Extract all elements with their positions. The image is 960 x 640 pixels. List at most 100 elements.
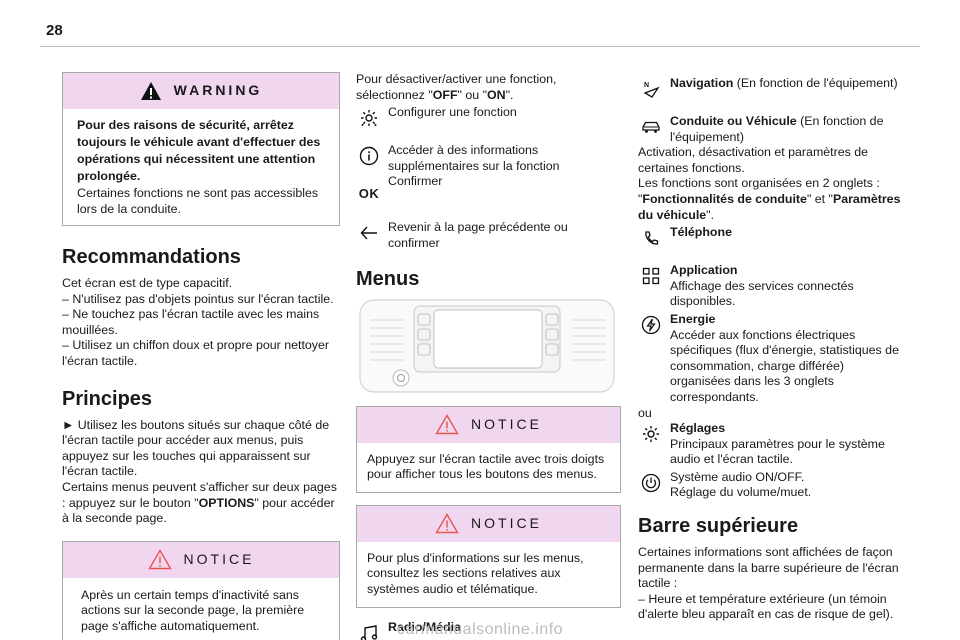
legend-info: Accéder à des informations supplémentair…	[356, 143, 621, 174]
notice-header-3: NOTICE	[357, 505, 620, 542]
legend-back: Revenir à la page précédente ou confirme…	[356, 220, 621, 251]
legend-info-text: Accéder à des informations supplémentair…	[388, 143, 560, 173]
conduite-desc2-after: ".	[706, 207, 715, 222]
warning-icon	[140, 82, 161, 100]
phone-icon	[638, 225, 664, 251]
legend-back-text: Revenir à la page précédente ou confirme…	[388, 220, 568, 250]
conduite-desc2: Les fonctions sont organisées en 2 ongle…	[638, 176, 906, 223]
grid-apps-icon	[638, 263, 664, 289]
warning-body: Pour des raisons de sécurité, arrêtez to…	[63, 109, 339, 225]
on-label: ON	[486, 87, 506, 102]
recommandations-title: Recommandations	[62, 246, 241, 268]
car-icon	[638, 114, 664, 140]
svg-text:N: N	[644, 82, 649, 89]
principes-p1: ► Utilisez les boutons situés sur chaque…	[62, 417, 330, 479]
conduite-desc2-before: Les fonctions sont organisées en 2 ongle…	[638, 176, 880, 206]
notice-icon	[435, 513, 459, 534]
menu-navigation: N Navigation (En fonction de l'équipemen…	[638, 76, 906, 102]
navigation-label: Navigation	[670, 76, 734, 90]
music-note-icon	[356, 620, 382, 640]
warning-header: WARNING	[63, 73, 339, 109]
notice-header-2: NOTICE	[357, 406, 620, 443]
warning-box: WARNING Pour des raisons de sécurité, ar…	[62, 72, 340, 226]
activation-after: ".	[505, 87, 514, 102]
principes-p2-after: " pour accéder à la seconde page.	[62, 495, 335, 526]
navigation-arrow-icon: N	[638, 76, 664, 102]
settings-gear-icon	[638, 421, 664, 447]
power-icon	[638, 470, 664, 496]
notice-title-3: NOTICE	[471, 514, 542, 531]
column-2: Pour désactiver/activer une fonction, sé…	[356, 72, 621, 640]
radio-label: Radio/Média	[388, 619, 461, 634]
notice-header-1: NOTICE	[63, 541, 339, 578]
warning-bold-text: Pour des raisons de sécurité, arrêtez to…	[77, 118, 321, 183]
activation-middle: " ou "	[457, 87, 487, 102]
principes-title: Principes	[62, 387, 153, 410]
conduite-desc2-mid: " et "	[806, 191, 833, 206]
menus-title: Menus	[356, 267, 420, 290]
notice-body-3: Pour plus d'informations sur les menus, …	[357, 542, 620, 607]
info-icon	[356, 143, 382, 169]
menu-telephone: Téléphone	[638, 225, 906, 251]
gear-dots-icon	[356, 105, 382, 131]
tab-parametres: Paramètres du véhicule	[638, 191, 901, 222]
column-1: WARNING Pour des raisons de sécurité, ar…	[62, 72, 340, 640]
notice-title-2: NOTICE	[471, 415, 542, 432]
barre-text: Certaines informations sont affichées de…	[638, 545, 899, 591]
energie-desc: Accéder aux fonctions électriques spécif…	[670, 327, 899, 404]
reglages-desc: Principaux paramètres pour le système au…	[670, 436, 885, 467]
audio-line2: Réglage du volume/muet.	[670, 485, 812, 500]
activation-text: Pour désactiver/activer une fonction, sé…	[356, 72, 621, 103]
menu-conduite: Conduite ou Véhicule (En fonction de l'é…	[638, 114, 906, 145]
notice-box-1: NOTICE Après un certain temps d'inactivi…	[62, 540, 340, 640]
recommandation-item: – Ne touchez pas l'écran tactile avec le…	[62, 307, 320, 337]
options-label: OPTIONS	[198, 495, 255, 510]
energy-bolt-icon	[638, 312, 664, 338]
back-arrow-icon	[356, 220, 382, 246]
conduite-desc: (En fonction de l'équipement)	[670, 114, 884, 144]
notice-body-1: Après un certain temps d'inactivité sans…	[63, 578, 339, 640]
notice-box-2: NOTICE Appuyez sur l'écran tactile avec …	[356, 405, 621, 493]
telephone-label: Téléphone	[670, 225, 732, 240]
notice-title-1: NOTICE	[183, 550, 255, 567]
notice-text-3: Pour plus d'informations sur les menus, …	[367, 550, 584, 596]
recommandation-item: – Utilisez un chiffon doux et propre pou…	[62, 338, 330, 368]
legend-ok: OK Confirmer	[356, 174, 621, 206]
notice-text-1: Après un certain temps d'inactivité sans…	[81, 587, 305, 633]
legend-configure: Configurer une fonction	[356, 105, 621, 131]
reglages-label: Réglages	[670, 421, 726, 436]
notice-icon	[147, 549, 172, 570]
application-label: Application	[670, 263, 738, 278]
navigation-text: Navigation (En fonction de l'équipement)	[670, 76, 898, 92]
tab-fonctionnalites: Fonctionnalités de conduite	[642, 191, 807, 206]
barre-item-1: – Heure et température extérieure (un té…	[638, 591, 894, 622]
conduite-label: Conduite ou Véhicule	[670, 114, 797, 128]
barre-title: Barre supérieure	[638, 515, 799, 538]
page-number: 28	[46, 22, 63, 39]
ok-icon: OK	[358, 185, 380, 201]
recommandations-intro: Cet écran est de type capacitif.	[62, 276, 233, 290]
navigation-desc: (En fonction de l'équipement)	[733, 76, 898, 90]
notice-body-2: Appuyez sur l'écran tactile avec trois d…	[357, 443, 620, 492]
application-desc: Affichage des services connectés disponi…	[670, 278, 854, 309]
ou-text: ou	[638, 405, 652, 420]
menu-audio: Système audio ON/OFF.Réglage du volume/m…	[638, 470, 906, 501]
conduite-text: Conduite ou Véhicule (En fonction de l'é…	[670, 114, 906, 145]
column-3: N Navigation (En fonction de l'équipemen…	[638, 72, 906, 623]
dashboard-console-illustration	[358, 298, 616, 394]
conduite-desc1: Activation, désactivation et paramètres …	[638, 145, 869, 175]
energie-label: Energie	[670, 311, 716, 326]
audio-text: Système audio ON/OFF.Réglage du volume/m…	[670, 470, 811, 501]
legend-ok-text: Confirmer	[388, 174, 443, 189]
legend-configure-text: Configurer une fonction	[388, 105, 517, 120]
warning-text: Certaines fonctions ne sont pas accessib…	[77, 186, 319, 216]
off-label: OFF	[432, 87, 458, 102]
menu-radio: Radio/Média	[356, 620, 621, 640]
footer-watermark: carmanualsonline.info	[396, 621, 564, 638]
